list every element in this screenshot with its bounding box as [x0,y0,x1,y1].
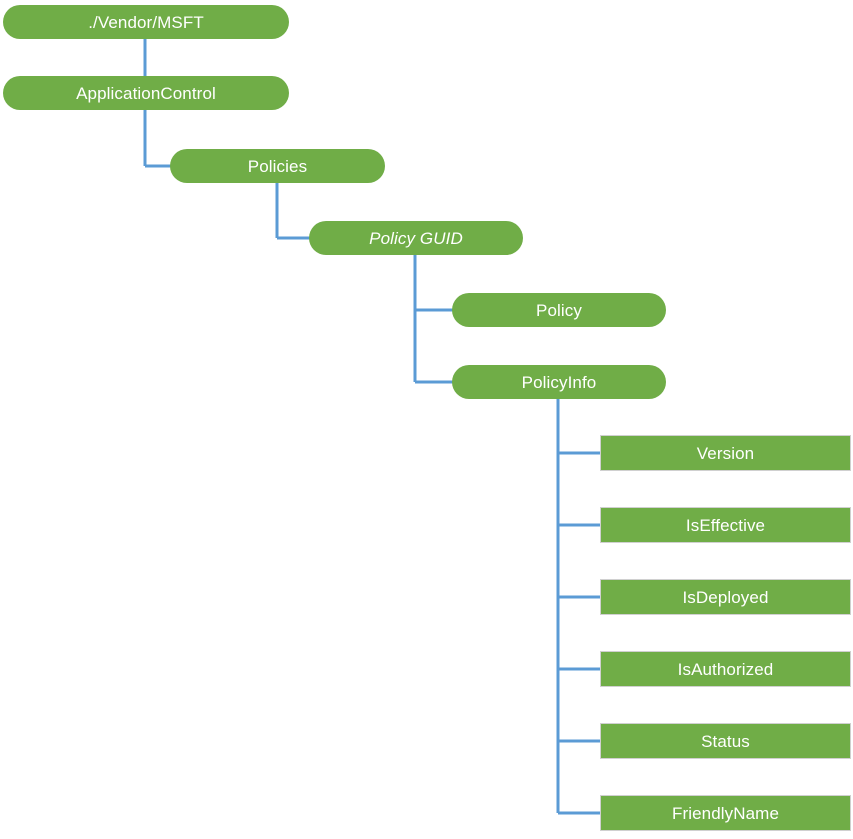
node-application-control[interactable]: ApplicationControl [3,76,289,110]
node-label-is-effective: IsEffective [685,515,766,535]
node-friendly-name[interactable]: FriendlyName [600,795,851,831]
node-label-policy-info: PolicyInfo [521,372,597,392]
node-label-policy-guid: Policy GUID [369,228,463,248]
node-label-is-authorized: IsAuthorized [677,659,774,679]
node-policy-guid[interactable]: Policy GUID [309,221,523,255]
node-policy-info[interactable]: PolicyInfo [452,365,666,399]
node-policies[interactable]: Policies [170,149,385,183]
node-version[interactable]: Version [600,435,851,471]
node-label-friendly-name: FriendlyName [671,803,779,823]
node-is-deployed[interactable]: IsDeployed [600,579,851,615]
node-is-effective[interactable]: IsEffective [600,507,851,543]
node-label-version: Version [696,443,755,463]
node-label-application-control: ApplicationControl [76,83,216,103]
node-label-is-deployed: IsDeployed [682,587,769,607]
node-label-policy: Policy [536,300,582,320]
node-label-status: Status [701,731,750,751]
node-label-policies: Policies [247,156,308,176]
node-label-vendor-msft: ./Vendor/MSFT [88,12,204,32]
node-vendor-msft[interactable]: ./Vendor/MSFT [3,5,289,39]
node-status[interactable]: Status [600,723,851,759]
node-policy[interactable]: Policy [452,293,666,327]
node-is-authorized[interactable]: IsAuthorized [600,651,851,687]
